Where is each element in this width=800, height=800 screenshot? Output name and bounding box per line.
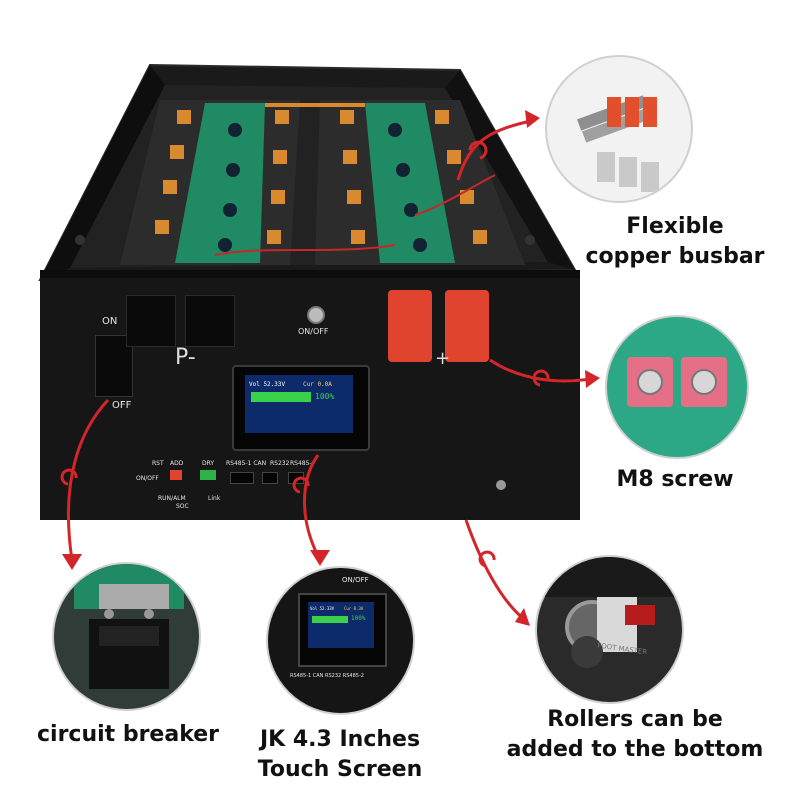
lcd-soc-bar (251, 392, 311, 402)
port-run-alm: RUN/ALM (158, 495, 186, 502)
front-panel: ON OFF P- ON/OFF + Vol 52.33V Cur 0.0A 1… (40, 270, 580, 520)
lcd-soc: 100% (315, 392, 335, 401)
port-rst: RST (152, 460, 164, 467)
circuit-breaker-caption: circuit breaker (36, 722, 220, 747)
detail-lcd-volt: Vol 52.33V (310, 606, 335, 611)
rollers-caption: Rollers can be added to the bottom (506, 707, 764, 762)
detail-lcd-soc: 100% (351, 615, 366, 622)
port-link: Link (208, 495, 221, 502)
port-rs485-1-can: RS485-1 CAN (226, 460, 267, 467)
m8-screw-caption: M8 screw (616, 467, 734, 492)
dry-contact-port[interactable] (200, 470, 216, 480)
port-rs232: RS232 (270, 460, 290, 467)
p-minus-label: P- (175, 345, 196, 370)
detail-ports-label: RS485-1 CAN RS232 RS485-2 (290, 673, 364, 679)
ground-screw (496, 480, 506, 490)
detail-power-label: ON/OFF (342, 576, 369, 584)
busbar-caption: Flexible copper busbar (585, 214, 765, 269)
m8-screw-detail-image (605, 315, 749, 459)
port-rs485-2: RS485- (290, 460, 312, 467)
detail-lcd-display: Vol 52.33V Cur 0.3A 100% (308, 602, 374, 648)
port-soc: SOC (176, 503, 189, 510)
lcd-display[interactable]: Vol 52.33V Cur 0.0A 100% (245, 375, 353, 433)
p-minus-cover-1 (126, 295, 176, 347)
touch-screen-detail-image: ON/OFF Vol 52.33V Cur 0.3A 100% RS485-1 … (266, 566, 415, 715)
lcd-cur: Cur 0.0A (303, 381, 332, 388)
touch-screen-caption: JK 4.3 Inches Touch Screen (257, 727, 423, 782)
plus-label: + (435, 348, 451, 369)
positive-terminal-2[interactable] (445, 290, 489, 362)
detail-lcd-cur: Cur 0.3A (344, 606, 364, 611)
battery-cells (115, 95, 535, 270)
lcd-volt: Vol 52.33V (249, 381, 286, 388)
breaker-off-label: OFF (112, 400, 132, 411)
port-add: ADD (170, 460, 184, 467)
busbar-detail-image (545, 55, 693, 203)
port-dry: DRY (202, 460, 215, 467)
positive-terminal-1[interactable] (388, 290, 432, 362)
circuit-breaker-detail-image (52, 562, 201, 711)
rs485-2-port[interactable] (288, 472, 304, 484)
power-button[interactable] (307, 306, 325, 324)
dip-switch[interactable] (170, 470, 182, 480)
rs232-port[interactable] (262, 472, 278, 484)
p-minus-cover-2 (185, 295, 235, 347)
port-onoff: ON/OFF (136, 475, 159, 482)
breaker-on-label: ON (102, 316, 118, 327)
power-label: ON/OFF (298, 327, 329, 336)
detail-lcd-soc-bar (312, 616, 348, 623)
rs485-1-port[interactable] (230, 472, 254, 484)
roller-detail-image: FOOT MASTER (535, 555, 684, 704)
